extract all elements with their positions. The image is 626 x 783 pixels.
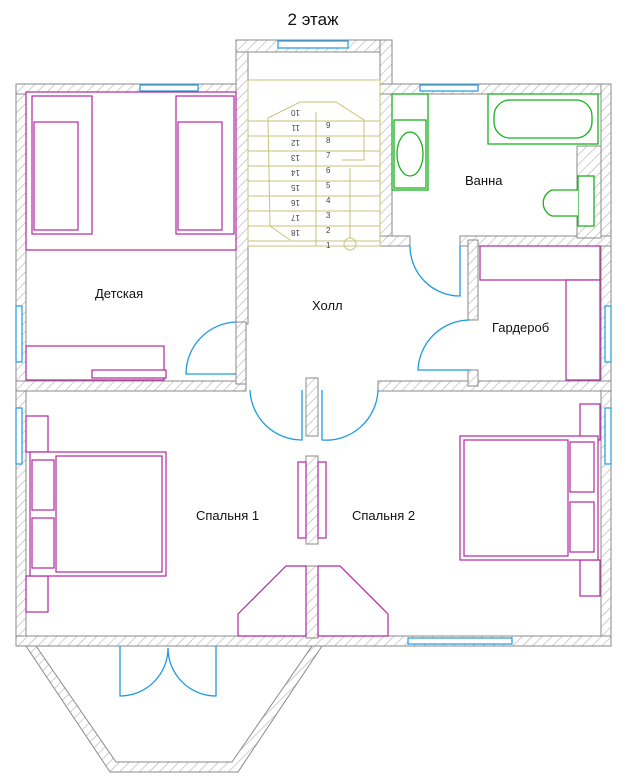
step-number-left: 18 xyxy=(291,228,300,237)
stairs xyxy=(247,79,381,251)
step-number-left: 10 xyxy=(291,108,300,117)
bedroom2-corner-wardrobe xyxy=(317,565,389,637)
wall-wardrobe-left xyxy=(467,239,479,321)
windows xyxy=(15,40,612,645)
wall-bath-bottom xyxy=(379,235,411,247)
kids-chair xyxy=(91,369,167,379)
stair-treads xyxy=(248,120,380,242)
bedroom2-nightstand-bottom xyxy=(579,559,601,597)
wall-bedrooms-divider-low xyxy=(305,565,319,639)
bedroom1-nightstand-top xyxy=(25,415,49,453)
wall-stair-left xyxy=(235,39,249,325)
step-number-left: 16 xyxy=(291,198,300,207)
wall-kids-bedroom1 xyxy=(15,380,247,392)
bedroom1-bed-inner xyxy=(55,455,163,573)
bedroom2-bed-inner xyxy=(463,439,569,557)
door-bay-right xyxy=(167,646,217,697)
bedroom1-pillow-bottom xyxy=(31,517,55,569)
toilet-bowl xyxy=(542,189,578,217)
step-number-right: 1 xyxy=(326,241,331,250)
sliding-door-left xyxy=(297,461,307,539)
door-bath xyxy=(409,245,461,297)
wall-top-right xyxy=(379,83,612,95)
doors xyxy=(119,245,471,697)
door-wardrobe xyxy=(417,319,471,371)
room-label-bedroom2: Спальня 2 xyxy=(352,508,415,523)
step-number-left: 13 xyxy=(291,153,300,162)
door-bedroom1 xyxy=(249,389,303,441)
room-label-bath: Ванна xyxy=(465,173,503,188)
step-number-left: 14 xyxy=(291,168,300,177)
walls xyxy=(15,39,612,773)
sanitary xyxy=(391,93,599,227)
room-label-bedroom1: Спальня 1 xyxy=(196,508,259,523)
wall-hall-left-stub xyxy=(235,321,247,385)
step-number-left: 11 xyxy=(291,123,300,132)
wall-hall-bedroom2 xyxy=(377,380,612,392)
bedroom1-pillow-top xyxy=(31,459,55,511)
step-labels: 10 11 12 13 14 15 16 17 18 9 8 7 6 5 4 3 2 1 xyxy=(291,108,331,250)
sliding-door-right xyxy=(317,461,327,539)
window-bath-top xyxy=(419,84,479,92)
kids-bed-left-pillow xyxy=(33,121,79,231)
window-bedroom1-left xyxy=(15,407,23,465)
step-number-right: 7 xyxy=(326,151,331,160)
floor-title: 2 этаж xyxy=(287,10,339,29)
bathtub-inner xyxy=(493,99,593,139)
stairs-arrow xyxy=(267,101,365,241)
step-number-right: 3 xyxy=(326,211,331,220)
furniture xyxy=(25,91,601,637)
bedroom1-nightstand-bottom xyxy=(25,575,49,613)
window-bedroom2-right xyxy=(604,407,612,465)
stairs-outline xyxy=(247,79,381,247)
step-number-right: 6 xyxy=(326,166,331,175)
door-bedroom2 xyxy=(321,389,379,441)
step-number-left: 15 xyxy=(291,183,300,192)
step-number-right: 2 xyxy=(326,226,331,235)
window-bedroom2-bottom xyxy=(407,637,513,645)
window-wardrobe-right xyxy=(604,305,612,363)
bedroom2-pillow-top xyxy=(569,441,595,493)
wall-right xyxy=(600,83,612,647)
step-number-right: 9 xyxy=(326,121,331,130)
room-label-hall: Холл xyxy=(312,298,343,313)
wall-bay xyxy=(25,645,323,773)
bedroom2-nightstand-top xyxy=(579,403,601,441)
shower-drain xyxy=(396,131,424,177)
step-number-left: 12 xyxy=(291,138,300,147)
stairs-start-mark xyxy=(343,237,357,251)
window-kids-top xyxy=(139,84,199,92)
door-kids xyxy=(185,321,237,375)
room-label-wardrobe: Гардероб xyxy=(492,320,549,335)
wardrobe-shelf-right xyxy=(565,279,601,381)
window-stairs-top xyxy=(277,40,349,49)
bedroom2-pillow-bottom xyxy=(569,501,595,553)
wall-wardrobe-left-low xyxy=(467,369,479,387)
wall-bedrooms-divider-top xyxy=(305,377,319,437)
window-kids-left xyxy=(15,305,23,363)
room-label-kids: Детская xyxy=(95,286,143,301)
wall-stair-right xyxy=(379,39,393,247)
toilet-tank xyxy=(577,175,595,227)
wall-bedrooms-divider-mid xyxy=(305,455,319,545)
door-bay-left xyxy=(119,646,169,697)
step-number-left: 17 xyxy=(291,213,300,222)
wardrobe-shelf-top xyxy=(479,245,601,281)
step-number-right: 8 xyxy=(326,136,331,145)
bedroom1-corner-wardrobe xyxy=(237,565,307,637)
step-number-right: 5 xyxy=(326,181,331,190)
kids-bed-right-pillow xyxy=(177,121,223,231)
step-number-right: 4 xyxy=(326,196,331,205)
